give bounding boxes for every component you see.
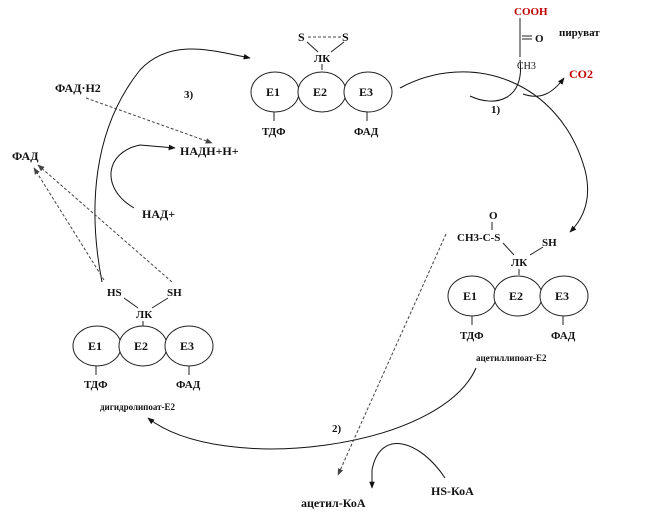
acyl-carbonyl-o: O: [489, 210, 498, 222]
right-complex-caption: ацетиллипоат-E2: [476, 353, 547, 363]
step2-main-arrow: [147, 367, 477, 450]
right-sh-label: SH: [542, 237, 557, 249]
right-e1-label: E1: [463, 289, 477, 303]
left-enzyme-complex: HS SH ЛК E1 E2 E3 ТДФ ФАД дигидролипоат-…: [72, 287, 214, 412]
hs-coa-branch-arrow: [369, 443, 446, 489]
nad-to-nadh-arrow: [110, 144, 176, 209]
nad-label: НАД+: [142, 207, 175, 221]
left-sh-link: [151, 297, 169, 309]
step-3-label: 3): [184, 89, 194, 101]
acetyl-transfer-dashed-arrow: [337, 233, 447, 476]
fadh2-to-nadh-dashed-arrow: [85, 97, 213, 144]
top-e1-label: E1: [266, 85, 280, 99]
pyruvate-cooh-label: COOH: [514, 6, 548, 18]
right-enzyme-complex: O CH3-C-S SH ЛК E1 E2 E3 ТДФ ФАД ацетилл…: [447, 210, 589, 363]
left-hs-label: HS: [107, 287, 122, 299]
right-s-link: [502, 242, 515, 256]
top-e3-label: E3: [359, 85, 373, 99]
left-e3-label: E3: [180, 339, 194, 353]
step-1-label: 1): [491, 104, 501, 116]
sh-to-fad-dashed-arrow: [37, 164, 173, 283]
acyl-group-label: CH3-C-S: [457, 232, 500, 244]
top-s-right-label: S: [342, 30, 349, 44]
left-sh-label: SH: [167, 287, 182, 299]
left-complex-caption: дигидролипоат-E2: [100, 402, 176, 412]
step1-main-arrow: [399, 71, 589, 233]
fadh2-label: ФАД·Н2: [55, 81, 101, 95]
right-fad-label: ФАД: [551, 330, 576, 342]
hs-coa-label: HS-КоА: [431, 484, 474, 498]
right-e2-label: E2: [509, 289, 523, 303]
right-sh-link: [529, 246, 544, 256]
left-lk-label: ЛК: [136, 309, 152, 321]
right-tdp-label: ТДФ: [460, 330, 484, 342]
left-e1-label: E1: [88, 339, 102, 353]
nadh-label: НАДН+Н+: [180, 144, 239, 158]
right-e3-enzyme: [539, 275, 589, 317]
top-e3-enzyme: [343, 71, 393, 113]
left-hs-link: [123, 297, 139, 309]
co2-release-arrow: [522, 77, 565, 97]
top-s-left-label: S: [298, 30, 305, 44]
right-e3-label: E3: [555, 289, 569, 303]
step3-main-arrow: [94, 48, 251, 283]
pyruvate-name-label: пируват: [559, 27, 600, 39]
top-fad-label: ФАД: [354, 126, 379, 138]
top-tdp-label: ТДФ: [262, 126, 286, 138]
top-lk-label: ЛК: [314, 53, 330, 65]
acetyl-coa-label: ацетил-КоА: [301, 496, 366, 510]
pyruvate-input-arc: [469, 59, 521, 102]
pyruvate-structure: COOH O CH3 пируват CO2: [514, 6, 600, 81]
left-tdp-label: ТДФ: [84, 379, 108, 391]
right-lk-label: ЛК: [511, 257, 527, 269]
top-s-right-link: [330, 41, 345, 53]
left-e2-label: E2: [134, 339, 148, 353]
step-2-label: 2): [332, 423, 342, 435]
top-enzyme-complex: S S ЛК E1 E2 E3 ТДФ ФАД: [250, 30, 393, 138]
top-s-left-link: [306, 41, 319, 53]
hs-to-fad-dashed-arrow: [33, 167, 105, 281]
left-fad-label: ФАД: [176, 379, 201, 391]
pyruvate-ch3-label: CH3: [517, 61, 536, 72]
pyruvate-ketone-o: O: [535, 33, 544, 45]
top-e2-label: E2: [313, 85, 327, 99]
fad-label: ФАД: [12, 149, 39, 163]
co2-label: CO2: [569, 67, 593, 81]
